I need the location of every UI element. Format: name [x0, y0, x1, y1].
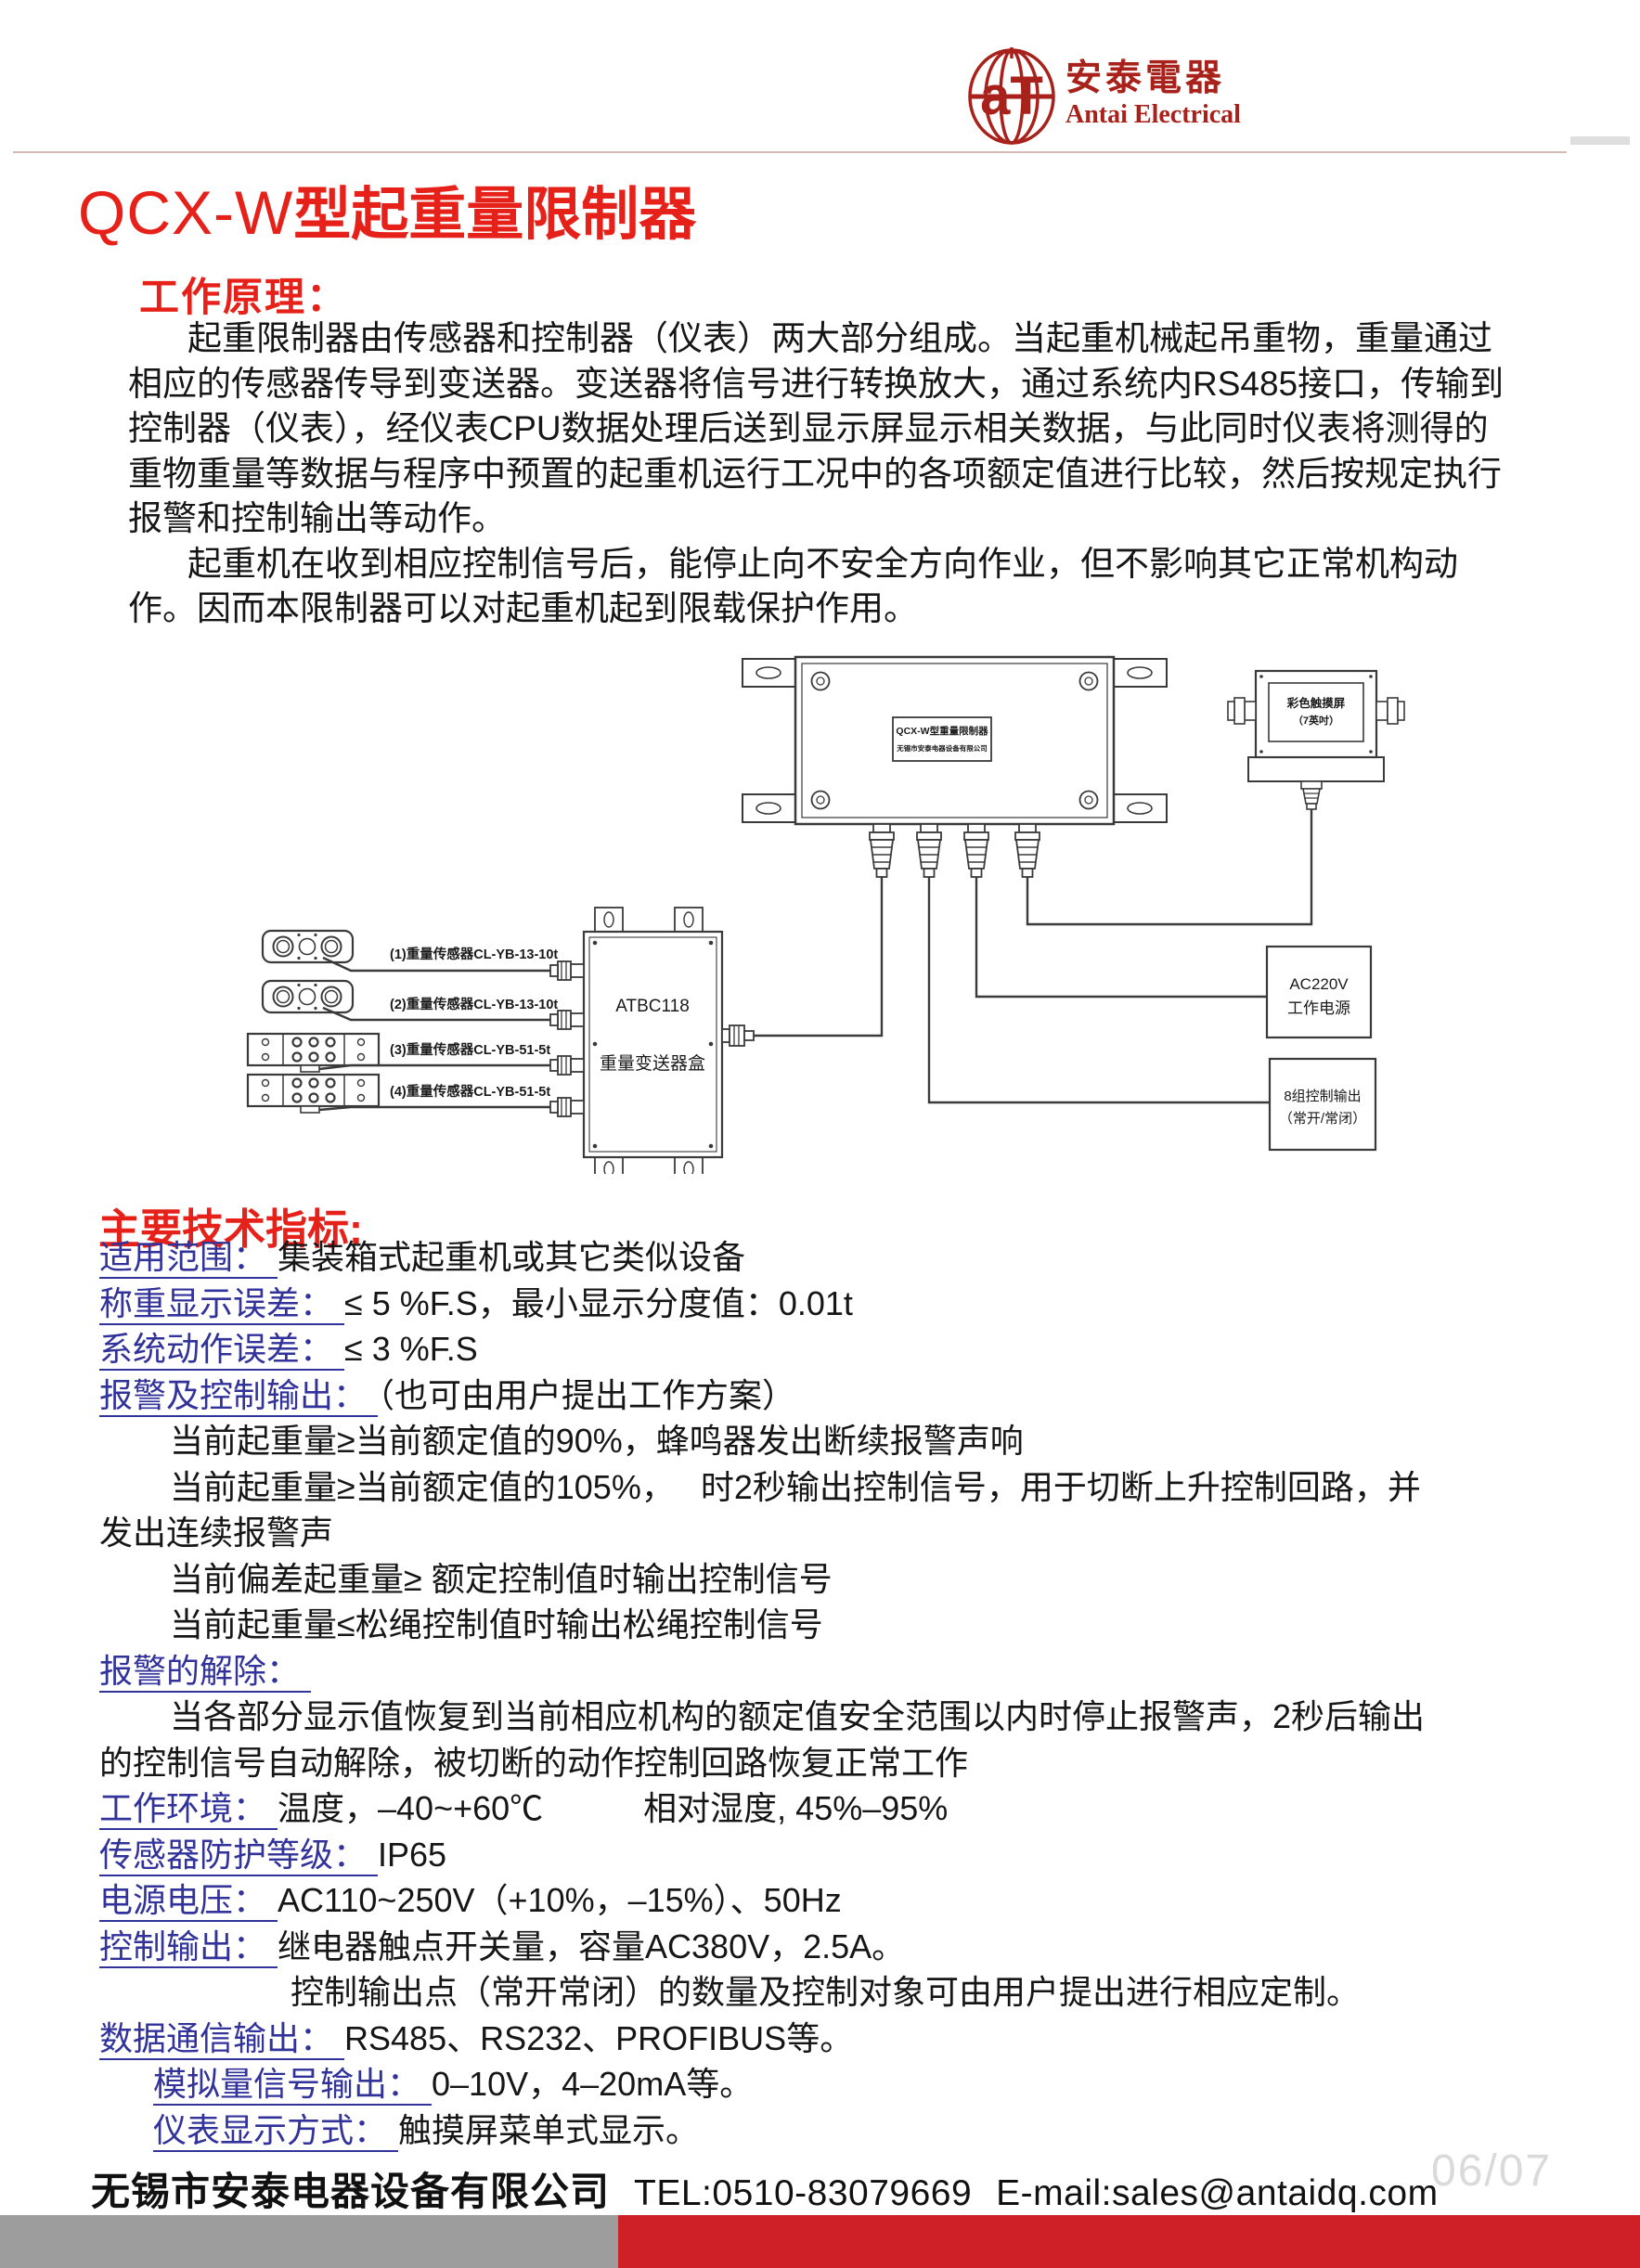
specs-heading: 主要技术指标: [98, 1205, 363, 1253]
transmitter-model-label: ATBC118 [615, 997, 690, 1016]
spec-line: 系统动作误差：≤ 3 %F.S [99, 1326, 1566, 1372]
footer-company-name: 无锡市安泰电器设备有限公司 [91, 2170, 611, 2213]
touchscreen-size-label: （7英吋） [1293, 714, 1339, 727]
principle-line: 起重机在收到相应控制信号后，能停止向不安全方向作业，但不影响其它正常机构动 [187, 544, 1458, 583]
principle-line: 报警和控制输出等动作。 [128, 499, 506, 537]
company-logo: aT 安泰電器 Antai Electrical [965, 45, 1241, 148]
spec-label: 报警及控制输出： [99, 1375, 379, 1417]
power-voltage-label: AC220V [1289, 975, 1349, 993]
output-type-label: （常开/常闭） [1279, 1111, 1366, 1127]
spec-label: 仪表显示方式： [153, 2110, 399, 2152]
page-footer: 无锡市安泰电器设备有限公司 TEL:0510-83079669 E-mail:s… [91, 2160, 1439, 2217]
spec-value: AC110~250V（+10%，–15%）、50Hz [278, 1881, 842, 1919]
spec-line: 适用范围：集装箱式起重机或其它类似设备 [99, 1234, 1566, 1281]
working-principle-text: 起重限制器由传感器和控制器（仪表）两大部分组成。当起重机械起吊重物，重量通过 相… [128, 316, 1562, 632]
spec-label: 工作环境： [99, 1789, 278, 1830]
working-principle-heading: 工作原理： [139, 276, 348, 320]
sensor1-label: (1)重量传感器CL-YB-13-10t [390, 946, 558, 962]
principle-line: 相应的传感器传导到变送器。变送器将信号进行转换放大，通过系统内RS485接口，传… [128, 364, 1504, 403]
spec-line: 模拟量信号输出：0–10V，4–20mA等。 [99, 2061, 1566, 2107]
spec-value: 0–10V，4–20mA等。 [432, 2065, 754, 2103]
transmitter-name-label: 重量变送器盒 [600, 1053, 705, 1074]
spec-line: 电源电压：AC110~250V（+10%，–15%）、50Hz [99, 1877, 1566, 1924]
spec-value: 继电器触点开关量，容量AC380V，2.5A。 [278, 1927, 906, 1965]
spec-value: ≤ 5 %F.S，最小显示分度值：0.01t [344, 1283, 853, 1322]
spec-value: 当前起重量≥当前额定值的90%，蜂鸣器发出断续报警声响 [170, 1422, 1024, 1460]
spec-value: 触摸屏菜单式显示。 [398, 2110, 700, 2149]
spec-line: 的控制信号自动解除，被切断的动作控制回路恢复正常工作 [99, 1740, 1566, 1786]
spec-label: 数据通信输出： [99, 2018, 345, 2060]
spec-value: 控制输出点（常开常闭）的数量及控制对象可由用户提出进行相应定制。 [291, 1973, 1361, 2011]
footer-red-bar [618, 2215, 1640, 2268]
controller-maker-label: 无锡市安泰电器设备有限公司 [896, 743, 988, 753]
transmitter-box: ATBC118 重量变送器盒 [549, 907, 755, 1174]
spec-label: 电源电压： [99, 1881, 278, 1922]
power-name-label: 工作电源 [1287, 999, 1350, 1017]
spec-line: 仪表显示方式：触摸屏菜单式显示。 [99, 2107, 1566, 2154]
spec-value: （也可由用户提出工作方案） [378, 1375, 796, 1414]
load-sensors: (1)重量传感器CL-YB-13-10t (2)重量传感器CL-YB-13-10… [246, 929, 558, 1115]
spec-label: 适用范围： [99, 1238, 278, 1279]
spec-label: 系统动作误差： [99, 1330, 345, 1371]
globe-logo-icon: aT [968, 47, 1055, 145]
spec-value: 发出连续报警声 [99, 1514, 334, 1552]
footer-telephone: TEL:0510-83079669 [634, 2173, 973, 2213]
spec-list: 适用范围：集装箱式起重机或其它类似设备 称重显示误差：≤ 5 %F.S，最小显示… [99, 1234, 1566, 2153]
spec-value: ≤ 3 %F.S [344, 1330, 478, 1368]
touchscreen-label: 彩色触摸屏 [1286, 696, 1346, 710]
touchscreen-box: 彩色触摸屏 （7英吋） [1227, 669, 1405, 810]
spec-line: 数据通信输出：RS485、RS232、PROFIBUS等。 [99, 2016, 1566, 2062]
spec-value: 的控制信号自动解除，被切断的动作控制回路恢复正常工作 [99, 1743, 969, 1782]
spec-value: RS485、RS232、PROFIBUS等。 [344, 2018, 854, 2057]
system-connection-diagram: QCX-W型重量限制器 无锡市安泰电器设备有限公司 彩色触摸屏 （7英吋） [246, 655, 1405, 1174]
spec-line: 当各部分显示值恢复到当前相应机构的额定值安全范围以内时停止报警声，2秒后输出 [99, 1694, 1566, 1740]
spec-label: 称重显示误差： [99, 1283, 345, 1325]
spec-value: 当前起重量≥当前额定值的105%， 时2秒输出控制信号，用于切断上升控制回路，并 [170, 1467, 1421, 1506]
spec-line: 控制输出：继电器触点开关量，容量AC380V，2.5A。 [99, 1924, 1566, 1970]
spec-line: 控制输出点（常开常闭）的数量及控制对象可由用户提出进行相应定制。 [99, 1969, 1566, 2016]
sensor3-label: (3)重量传感器CL-YB-51-5t [390, 1041, 550, 1058]
control-output-box: 8组控制输出 （常开/常闭） [1268, 1057, 1377, 1152]
principle-line: 控制器（仪表），经仪表CPU数据处理后送到显示屏显示相关数据，与此同时仪表将测得… [128, 409, 1489, 447]
spec-label: 报警的解除： [99, 1651, 312, 1693]
principle-line: 重物重量等数据与程序中预置的起重机运行工况中的各项额定值进行比较，然后按规定执行 [128, 454, 1502, 493]
footer-gray-bar [0, 2215, 618, 2268]
spec-value: 当各部分显示值恢复到当前相应机构的额定值安全范围以内时停止报警声，2秒后输出 [170, 1697, 1426, 1735]
spec-label: 传感器防护等级： [99, 1835, 379, 1876]
spec-line: 称重显示误差：≤ 5 %F.S，最小显示分度值：0.01t [99, 1281, 1566, 1327]
spec-line: 当前起重量≤松绳控制值时输出松绳控制信号 [99, 1602, 1566, 1648]
spec-label: 控制输出： [99, 1927, 278, 1968]
spec-line: 工作环境：温度，–40~+60℃ 相对湿度, 45%–95% [99, 1785, 1566, 1832]
footer-email: E-mail:sales@antaidq.com [996, 2173, 1439, 2213]
controller-box: QCX-W型重量限制器 无锡市安泰电器设备有限公司 [742, 655, 1168, 878]
product-name: 型起重量限制器 [293, 183, 697, 247]
spec-line: 报警及控制输出：（也可由用户提出工作方案） [99, 1372, 1566, 1419]
output-groups-label: 8组控制输出 [1284, 1089, 1361, 1104]
spec-line: 当前偏差起重量≥ 额定控制值时输出控制信号 [99, 1556, 1566, 1603]
principle-line: 作。因而本限制器可以对起重机起到限载保护作用。 [128, 589, 918, 627]
spec-line: 传感器防护等级：IP65 [99, 1832, 1566, 1878]
product-model: QCX-W [78, 178, 294, 247]
spec-value: IP65 [378, 1835, 447, 1874]
principle-line: 起重限制器由传感器和控制器（仪表）两大部分组成。当起重机械起吊重物，重量通过 [187, 319, 1492, 357]
page-title: QCX-W型起重量限制器 [78, 167, 696, 251]
logo-english-name: Antai Electrical [1065, 99, 1241, 129]
spec-line: 发出连续报警声 [99, 1510, 1566, 1556]
spec-label: 模拟量信号输出： [153, 2065, 433, 2106]
logo-chinese-name: 安泰電器 [1065, 58, 1226, 98]
sensor2-label: (2)重量传感器CL-YB-13-10t [390, 996, 558, 1012]
spec-value: 当前偏差起重量≥ 额定控制值时输出控制信号 [170, 1559, 833, 1598]
spec-line: 当前起重量≥当前额定值的105%， 时2秒输出控制信号，用于切断上升控制回路，并 [99, 1464, 1566, 1511]
controller-label: QCX-W型重量限制器 [896, 725, 988, 737]
spec-value: 集装箱式起重机或其它类似设备 [278, 1238, 746, 1276]
header-divider [13, 151, 1567, 153]
spec-line: 当前起重量≥当前额定值的90%，蜂鸣器发出断续报警声响 [99, 1418, 1566, 1464]
page-number: 06/07 [1431, 2146, 1553, 2196]
header-corner-mark [1570, 136, 1630, 145]
spec-line: 报警的解除： [99, 1648, 1566, 1695]
spec-value: 当前起重量≤松绳控制值时输出松绳控制信号 [170, 1605, 823, 1643]
sensor4-label: (4)重量传感器CL-YB-51-5t [390, 1083, 550, 1100]
power-supply-box: AC220V 工作电源 [1265, 945, 1373, 1039]
spec-value: 温度，–40~+60℃ 相对湿度, 45%–95% [278, 1789, 949, 1827]
